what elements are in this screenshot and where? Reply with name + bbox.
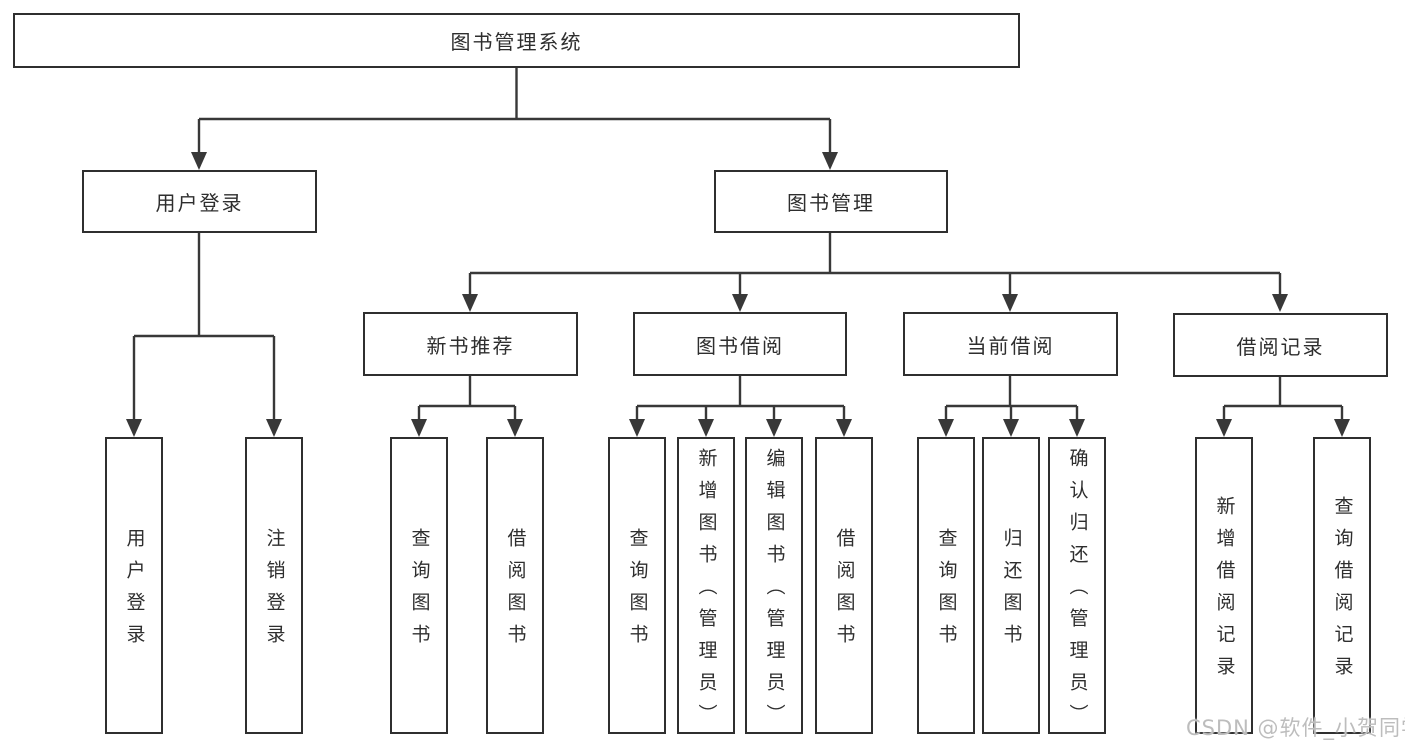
node-current-borrow-label: 当前借阅 [966,333,1055,358]
node-new-book-recommend-label: 新书推荐 [426,333,515,358]
node-user-login: 用户登录 [82,170,317,233]
leaf-cb-query-books-label: 查询图书 [935,528,958,656]
leaf-bb-borrow-books-label: 借阅图书 [833,528,856,656]
leaf-nbr-borrow-books: 借阅图书 [486,437,544,734]
node-borrow-records-label: 借阅记录 [1236,334,1325,359]
connector-book-management [462,233,1288,312]
leaf-br-query-record-label: 查询借阅记录 [1331,496,1354,688]
connector-book-borrow [629,375,852,437]
leaf-br-add-record-label: 新增借阅记录 [1213,496,1236,688]
leaf-cb-return-books: 归还图书 [982,437,1040,734]
node-book-management-label: 图书管理 [787,191,875,215]
leaf-br-query-record: 查询借阅记录 [1313,437,1371,734]
node-borrow-records: 借阅记录 [1173,313,1388,377]
leaf-bb-query-books-label: 查询图书 [626,528,649,656]
leaf-cb-confirm-return-admin-label: 确认归还（管理员） [1066,448,1089,736]
node-book-borrow: 图书借阅 [633,312,847,376]
node-user-login-label: 用户登录 [155,191,244,215]
leaf-cb-query-books: 查询图书 [917,437,975,734]
connector-borrow-records [1216,375,1350,437]
leaf-bb-edit-books-admin-label: 编辑图书（管理员） [763,448,786,736]
leaf-cb-return-books-label: 归还图书 [1000,528,1023,656]
leaf-user-login-label: 用户登录 [123,528,146,656]
leaf-user-login: 用户登录 [105,437,163,734]
node-current-borrow: 当前借阅 [903,312,1118,376]
leaf-logout-login-label: 注销登录 [263,528,286,656]
leaf-bb-add-books-admin: 新增图书（管理员） [677,437,735,736]
node-book-management: 图书管理 [714,170,948,233]
leaf-bb-borrow-books: 借阅图书 [815,437,873,734]
watermark-text: CSDN @软件_小贺同学 [1186,716,1405,740]
leaf-cb-confirm-return-admin: 确认归还（管理员） [1048,437,1106,736]
leaf-logout-login: 注销登录 [245,437,303,734]
leaf-bb-query-books: 查询图书 [608,437,666,734]
leaf-nbr-query-books-label: 查询图书 [408,528,431,656]
connector-current-borrow [938,375,1085,437]
leaf-bb-edit-books-admin: 编辑图书（管理员） [745,437,803,736]
leaf-bb-add-books-admin-label: 新增图书（管理员） [695,448,718,736]
connector-new-book-recommend [411,375,523,437]
leaf-nbr-borrow-books-label: 借阅图书 [504,528,527,656]
leaf-nbr-query-books: 查询图书 [390,437,448,734]
leaf-br-add-record: 新增借阅记录 [1195,437,1253,734]
connector-root [191,67,838,170]
node-book-borrow-label: 图书借阅 [696,333,784,358]
connector-user-login [126,233,282,437]
node-root: 图书管理系统 [13,13,1020,68]
node-root-label: 图书管理系统 [450,30,583,54]
node-new-book-recommend: 新书推荐 [363,312,578,376]
